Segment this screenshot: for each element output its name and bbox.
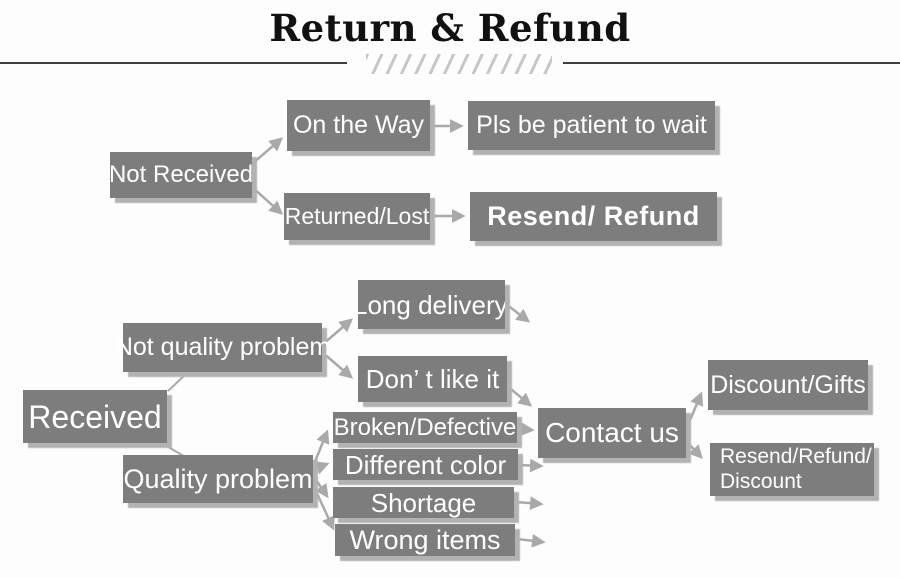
node-not-quality-problem: Not quality problem [115,323,330,372]
node-resend-refund-discount: Resend/Refund/ Discount [710,443,874,496]
node-returned-lost: Returned/Lost [284,193,430,240]
node-received: Received [23,390,167,443]
node-shortage: Shortage [333,487,514,518]
node-contact-us: Contact us [538,408,686,458]
node-wrong-items: Wrong items [335,524,515,556]
node-on-the-way: On the Way [287,100,430,151]
node-dont-like-it: Don’ t like it [358,356,507,402]
node-quality-problem: Quality problem [123,455,313,503]
node-not-received: Not Received [109,152,253,198]
title-rule-right [563,62,900,64]
node-discount-gifts: Discount/Gifts [708,360,868,410]
node-broken-defective: Broken/Defective [333,412,517,443]
node-pls-be-patient: Pls be patient to wait [468,101,715,150]
title-rule-left [0,62,347,64]
hatch-decoration-icon [366,54,552,74]
node-resend-refund: Resend/ Refund [470,192,717,241]
page-title: Return & Refund [269,6,631,50]
node-line-2: Discount [720,469,802,493]
node-line-1: Resend/Refund/ [720,445,872,469]
node-different-color: Different color [333,449,518,480]
node-long-delivery: Long delivery [358,280,505,329]
